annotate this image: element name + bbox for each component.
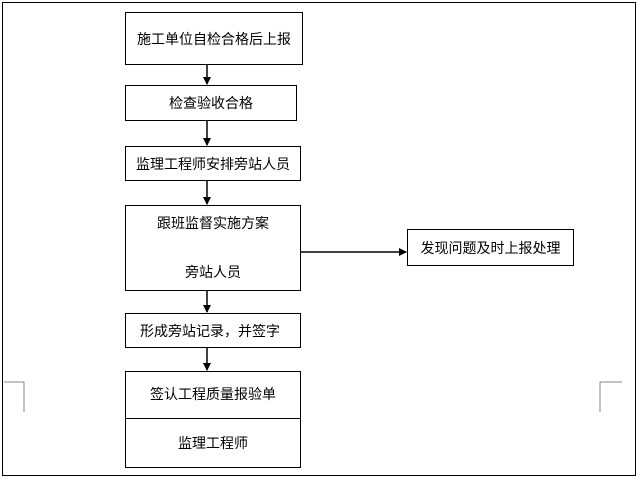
step6-box: 签认工程质量报验单 监理工程师 [125,371,301,468]
step4-top-label: 跟班监督实施方案 [157,216,269,232]
step6-divider [126,418,300,419]
step6-top-label: 签认工程质量报验单 [150,387,276,403]
step1-box: 施工单位自检合格后上报 [125,12,303,65]
page-frame [2,2,636,476]
step6-top-cell: 签认工程质量报验单 [126,372,300,416]
crop-mark-left [4,381,25,412]
step4-box: 跟班监督实施方案 旁站人员 [125,205,301,291]
step1-label: 施工单位自检合格后上报 [137,31,291,48]
step5-label: 形成旁站记录，并签字 [140,323,280,340]
step2-label: 检查验收合格 [169,96,253,112]
step4-bottom-cell: 旁站人员 [126,253,300,290]
step4-top-cell: 跟班监督实施方案 [126,206,300,240]
step6-bottom-cell: 监理工程师 [126,420,300,466]
step5-box: 形成旁站记录，并签字 [125,313,301,348]
side-label: 发现问题及时上报处理 [420,240,561,257]
step3-box: 监理工程师安排旁站人员 [125,146,301,181]
step4-bottom-label: 旁站人员 [185,264,241,281]
crop-mark-right [599,381,622,412]
step3-label: 监理工程师安排旁站人员 [136,156,290,173]
step2-box: 检查验收合格 [125,85,297,121]
side-box: 发现问题及时上报处理 [407,229,574,266]
step6-bottom-label: 监理工程师 [178,436,248,452]
